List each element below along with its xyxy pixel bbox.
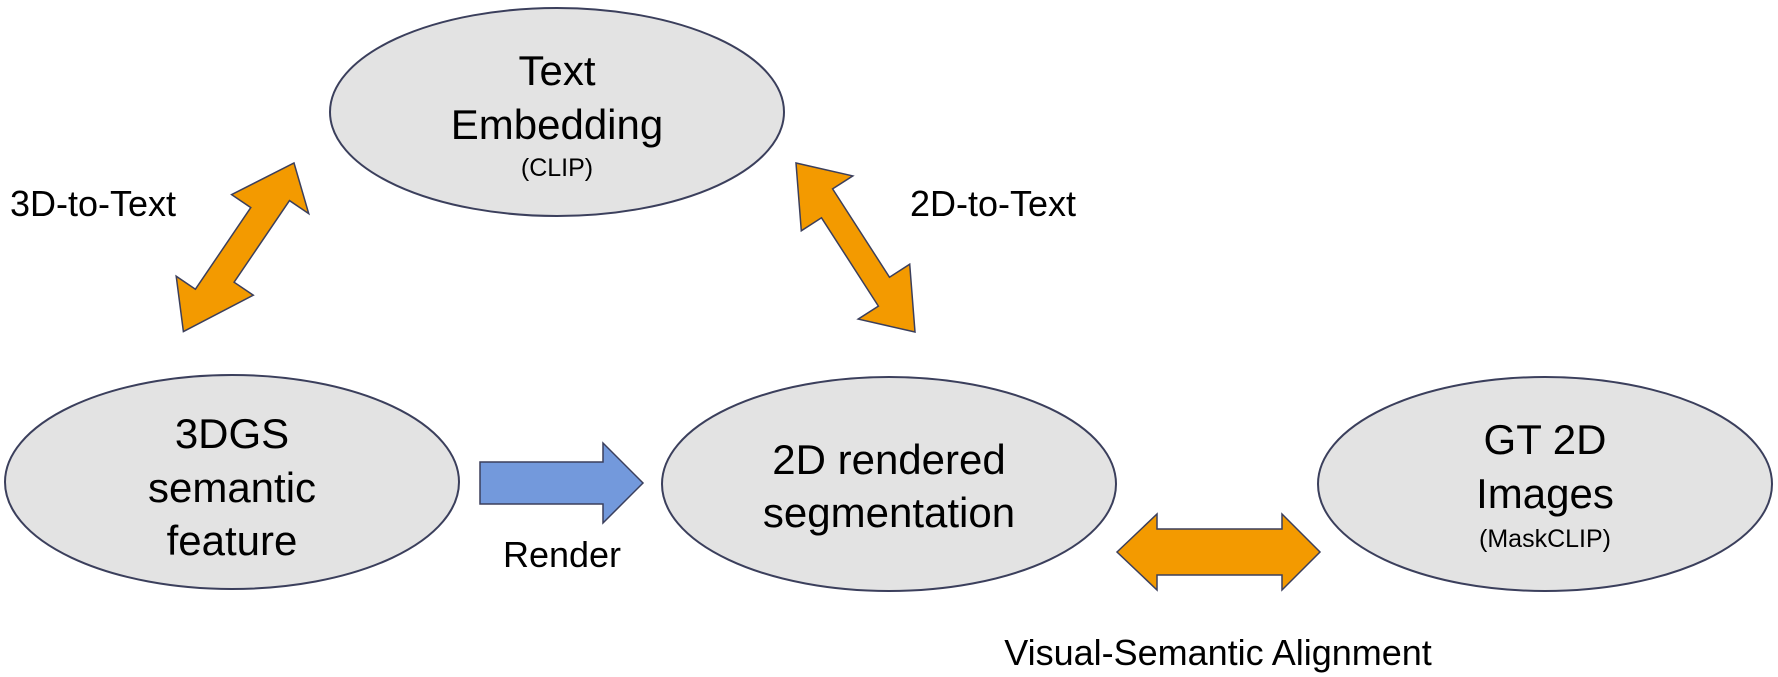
rendered-segmentation-line1: 2D rendered bbox=[772, 436, 1005, 483]
rendered-segmentation-ellipse bbox=[661, 376, 1117, 592]
text-embedding-ellipse bbox=[329, 7, 785, 217]
gt-images-line1: GT 2D bbox=[1484, 416, 1607, 463]
render-label: Render bbox=[503, 534, 621, 575]
three-d-to-text-arrow bbox=[175, 161, 310, 333]
three-d-to-text-label: 3D-to-Text bbox=[10, 183, 176, 224]
gt-images-ellipse bbox=[1317, 376, 1773, 592]
text-embedding-line1: Text bbox=[518, 47, 595, 94]
text-embedding-sub: (CLIP) bbox=[521, 154, 593, 182]
two-d-to-text-arrow bbox=[795, 162, 916, 333]
rendered-segmentation-node: 2D rendered segmentation bbox=[661, 376, 1117, 592]
semantic-feature-line1: 3DGS bbox=[175, 410, 289, 457]
gt-images-node: GT 2D Images (MaskCLIP) bbox=[1317, 376, 1773, 592]
semantic-feature-ellipse bbox=[4, 374, 460, 590]
gt-images-sub: (MaskCLIP) bbox=[1479, 525, 1611, 553]
two-d-to-text-label: 2D-to-Text bbox=[910, 183, 1076, 224]
gt-images-line2: Images bbox=[1476, 470, 1614, 517]
text-embedding-node: Text Embedding (CLIP) bbox=[329, 7, 785, 217]
semantic-feature-line3: feature bbox=[167, 517, 298, 564]
alignment-label: Visual-Semantic Alignment bbox=[1004, 632, 1432, 673]
alignment-arrow bbox=[1115, 512, 1322, 592]
semantic-feature-line2: semantic bbox=[148, 464, 316, 511]
render-arrow bbox=[479, 441, 645, 525]
semantic-feature-node: 3DGS semantic feature bbox=[4, 374, 460, 590]
text-embedding-line2: Embedding bbox=[451, 101, 663, 148]
rendered-segmentation-line2: segmentation bbox=[763, 489, 1015, 536]
